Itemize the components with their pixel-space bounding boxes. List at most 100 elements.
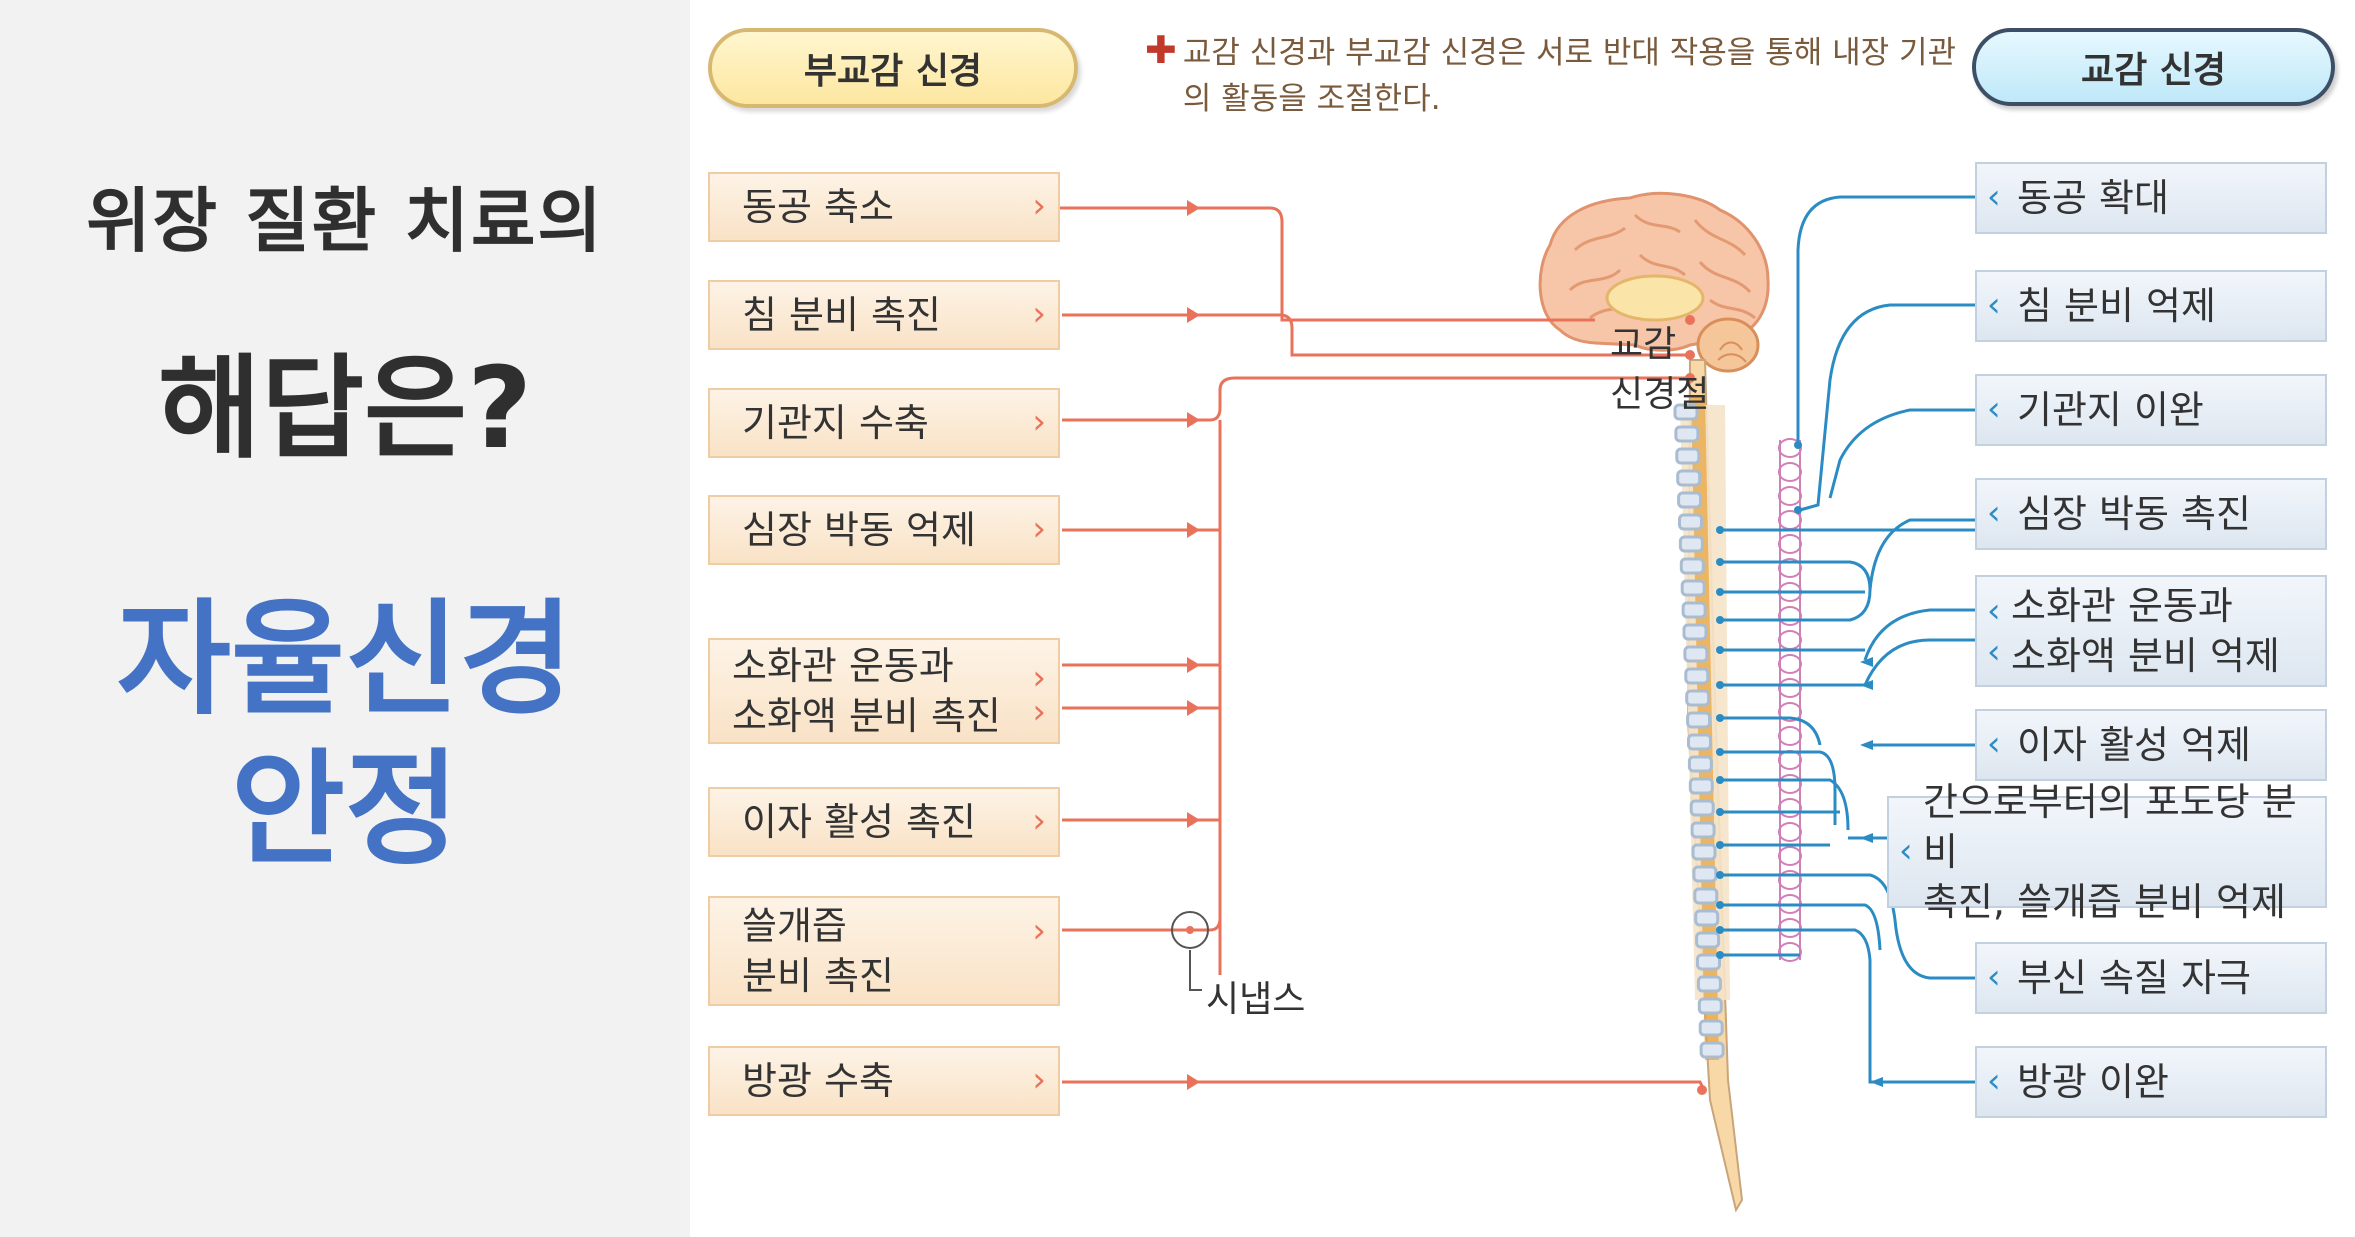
chevron-right-icon: › — [1032, 801, 1046, 841]
vertebra — [1684, 667, 1710, 685]
vertebra — [1693, 887, 1719, 905]
vertebra — [1697, 997, 1723, 1015]
ganglion-node — [1778, 654, 1802, 674]
ganglion-node — [1778, 702, 1802, 722]
autonomic-nervous-system-diagram: 부교감 신경 교감 신경 ✚ 교감 신경과 부교감 신경은 서로 반대 작용을 … — [690, 0, 2355, 1237]
vertebra — [1680, 579, 1706, 597]
chevron-left-icon: ‹ — [1987, 590, 2001, 631]
headline-answer: 자율신경 안정 — [0, 585, 690, 885]
effect-label: 심장 박동 억제 — [742, 508, 976, 552]
vertebra — [1678, 535, 1704, 553]
diagram-note: ✚ 교감 신경과 부교감 신경은 서로 반대 작용을 통해 내장 기관의 활동을… — [1145, 30, 1960, 122]
effect-label: 부신 속질 자극 — [2017, 956, 2251, 1000]
chevron-left-icon: ‹ — [1899, 831, 1913, 871]
vertebra — [1677, 491, 1703, 509]
vertebra — [1698, 1019, 1724, 1037]
vertebra — [1681, 601, 1707, 619]
chevron-right-icon: › — [1032, 692, 1046, 733]
effect-label: 심장 박동 촉진 — [2017, 492, 2251, 536]
vertebra — [1685, 689, 1711, 707]
synapse-marker — [1171, 911, 1209, 949]
chevron-left-icon: ‹ — [1987, 285, 2001, 325]
chevron-left-icon: ‹ — [1987, 631, 2001, 672]
vertebra — [1689, 799, 1715, 817]
ganglion-node — [1778, 534, 1802, 554]
ganglion-node — [1778, 822, 1802, 842]
effect-label: 이자 활성 촉진 — [742, 800, 976, 844]
ganglion-node — [1778, 774, 1802, 794]
ganglion-node — [1778, 630, 1802, 650]
effect-label: 침 분비 촉진 — [742, 293, 941, 337]
vertebra — [1699, 1041, 1725, 1059]
chevron-right-icon: › — [1032, 402, 1046, 442]
effect-label-line-2: 촉진, 쓸개즙 분비 억제 — [1923, 880, 2286, 924]
vertebra — [1686, 711, 1712, 729]
parasympathetic-effect-pancreas: 이자 활성 촉진 › — [708, 787, 1060, 857]
headline-answer-line-1: 자율신경 — [116, 588, 574, 732]
vertebra — [1694, 909, 1720, 927]
effect-label: 기관지 수축 — [742, 401, 929, 445]
ganglion-node — [1778, 462, 1802, 482]
chevron-right-icon: › — [1032, 294, 1046, 334]
effect-label: 이자 활성 억제 — [2017, 723, 2251, 767]
ganglion-node — [1778, 798, 1802, 818]
vertebra — [1675, 447, 1701, 465]
sympathetic-effect-pancreas: ‹이자 활성 억제 — [1975, 709, 2327, 781]
parasympathetic-effect-heart: 심장 박동 억제 › — [708, 495, 1060, 565]
vertebra — [1691, 843, 1717, 861]
vertebra — [1679, 557, 1705, 575]
diagram-artwork — [802, 191, 1982, 1213]
spinal-column-illustration — [1673, 359, 1744, 1213]
sympathetic-effect-bronchi: ‹기관지 이완 — [1975, 374, 2327, 446]
ganglion-label: 교감 신경절 — [1610, 320, 1709, 420]
effect-label: 방광 수축 — [742, 1059, 894, 1103]
headline-question: 해답은? — [157, 344, 533, 474]
effect-label: 침 분비 억제 — [2017, 284, 2216, 328]
vertebra — [1688, 777, 1714, 795]
sympathetic-arrows — [1860, 657, 1883, 1087]
chevron-right-icon: › — [1032, 509, 1046, 549]
chevron-left-icon: ‹ — [1987, 493, 2001, 533]
parasympathetic-title: 부교감 신경 — [708, 28, 1078, 108]
sympathetic-effect-saliva: ‹ 침 분비 억제 — [1975, 270, 2327, 342]
effect-label-line-2: 분비 촉진 — [742, 954, 894, 998]
vertebra — [1696, 953, 1721, 971]
plus-icon: ✚ — [1145, 28, 1177, 72]
ganglion-node — [1778, 438, 1802, 458]
vertebra — [1676, 469, 1702, 487]
ganglion-node — [1778, 750, 1802, 770]
vertebra — [1696, 975, 1722, 993]
sympathetic-effect-liver: ‹ 간으로부터의 포도당 분비 촉진, 쓸개즙 분비 억제 — [1887, 780, 2327, 924]
parasympathetic-effect-bladder: 방광 수축 › — [708, 1046, 1060, 1116]
chevron-right-icon: › — [1032, 1060, 1046, 1100]
ganglion-node — [1778, 846, 1802, 866]
chevron-right-icon: › — [1032, 910, 1046, 951]
sympathetic-effect-pupil: ‹ 동공 확대 — [1975, 162, 2327, 234]
sympathetic-title: 교감 신경 — [1972, 28, 2335, 106]
chevron-left-icon: ‹ — [1987, 177, 2001, 217]
effect-label-line-2: 소화액 분비 촉진 — [732, 694, 1001, 738]
sympathetic-effect-heart: ‹ 심장 박동 촉진 — [1975, 478, 2327, 550]
vertebra — [1687, 755, 1713, 773]
vertebra — [1695, 931, 1721, 949]
parasympathetic-effect-pupil: 동공 축소› — [708, 172, 1060, 242]
sympathetic-ganglion-chain — [1778, 438, 1802, 962]
vertebra — [1690, 821, 1716, 839]
ganglion-node — [1778, 918, 1802, 938]
ganglion-label-line-1: 교감 — [1610, 324, 1677, 365]
sympathetic-pathways — [1720, 195, 1982, 1084]
vertebra — [1682, 623, 1708, 641]
vertebra — [1674, 425, 1700, 443]
effect-label-line-2: 소화액 분비 억제 — [2011, 634, 2280, 678]
parasympathetic-effect-bronchi: 기관지 수축 › — [708, 388, 1060, 458]
ganglion-node — [1778, 606, 1802, 626]
parasympathetic-effect-digestion: 소화관 운동과 소화액 분비 촉진 › › — [708, 638, 1060, 744]
sympathetic-effect-adrenal: ‹부신 속질 자극 — [1975, 942, 2327, 1014]
effect-label: 동공 확대 — [2017, 176, 2169, 220]
headline-panel: 위장 질환 치료의 해답은? 자율신경 안정 — [0, 0, 690, 1237]
chevron-right-icon: › — [1032, 657, 1046, 698]
vertebra — [1678, 513, 1703, 531]
brain-illustration — [1538, 191, 1770, 373]
effect-label: 기관지 이완 — [2017, 388, 2204, 432]
effect-label-line-1: 소화관 운동과 — [2011, 584, 2233, 628]
